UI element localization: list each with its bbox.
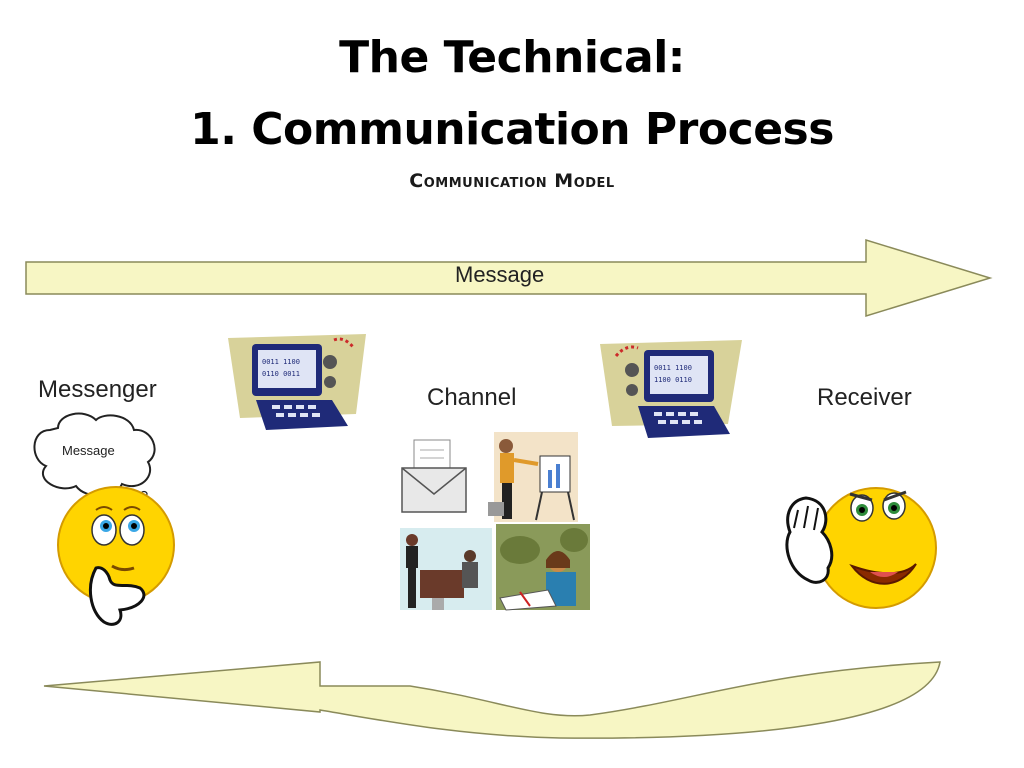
receiver-label: Receiver xyxy=(817,384,912,411)
presenter-icon xyxy=(488,432,578,522)
channel-label: Channel xyxy=(427,384,517,411)
feedback-arrow xyxy=(43,661,941,739)
diagram-subtitle: Communication Model xyxy=(409,170,615,192)
svg-text:0110 0011: 0110 0011 xyxy=(262,370,300,378)
thought-bubble-text: Message xyxy=(62,443,115,458)
envelope-icon xyxy=(401,439,467,513)
message-arrow-label: Message xyxy=(455,262,545,287)
computer-right-icon: 0011 1100 1100 0110 xyxy=(600,340,742,438)
svg-text:1100 0110: 1100 0110 xyxy=(654,376,692,384)
message-arrow xyxy=(25,238,993,318)
receiver-smiley-icon xyxy=(785,487,937,609)
slide-title-line-2: 1. Communication Process xyxy=(190,104,834,155)
svg-text:0011 1100: 0011 1100 xyxy=(262,358,300,366)
phone-call-icon xyxy=(496,524,590,611)
meeting-icon xyxy=(400,528,492,610)
slide-title-line-1: The Technical: xyxy=(339,32,685,83)
messenger-label: Messenger xyxy=(38,376,157,403)
svg-text:0011 1100: 0011 1100 xyxy=(654,364,692,372)
messenger-smiley-icon xyxy=(57,486,175,626)
computer-left-icon: 0011 1100 0110 0011 xyxy=(228,334,366,430)
